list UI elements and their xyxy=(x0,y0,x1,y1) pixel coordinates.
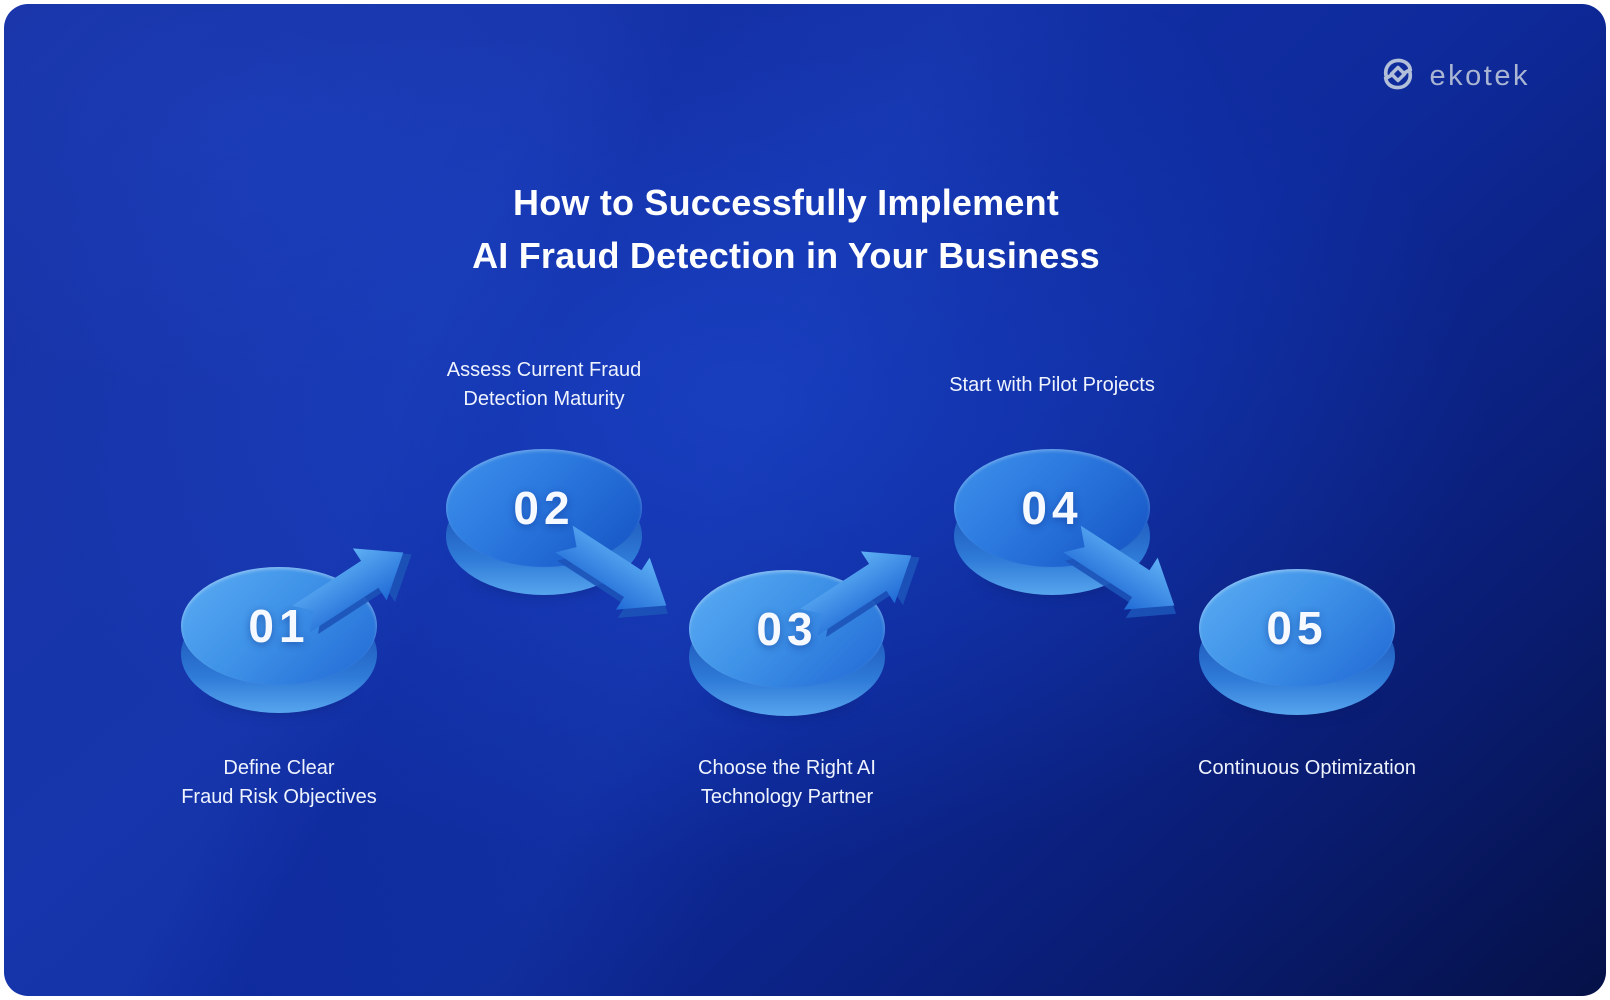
disc-top xyxy=(1199,569,1395,687)
disc-top xyxy=(954,449,1150,567)
step-04-number: 04 xyxy=(1021,482,1083,534)
arrow-up-right-icon xyxy=(292,548,412,635)
ekotek-logo-icon xyxy=(1376,53,1420,100)
step-01-number: 01 xyxy=(248,600,310,652)
step-04-label: Start with Pilot Projects xyxy=(949,374,1155,396)
arrow-down-right-icon xyxy=(1063,525,1177,618)
arrow-up-right-icon xyxy=(800,551,920,638)
arrow-down-right-icon xyxy=(555,525,669,618)
step-04-disc: 04 xyxy=(944,449,1160,609)
step-05-number: 05 xyxy=(1266,602,1328,654)
logo: ekotek xyxy=(1376,53,1530,100)
title-line-2: AI Fraud Detection in Your Business xyxy=(472,235,1100,276)
step-02-label: Assess Current Fraud Detection Maturity xyxy=(446,359,642,410)
infographic-card: ekotek How to Successfully Implement AI … xyxy=(4,4,1606,996)
disc-top xyxy=(446,449,642,567)
step-05-label: Continuous Optimization xyxy=(1198,757,1416,779)
step-03-number: 03 xyxy=(756,603,818,655)
page-title: How to Successfully Implement AI Fraud D… xyxy=(4,176,1568,282)
step-03-label: Choose the Right AI Technology Partner xyxy=(698,757,876,808)
step-02-disc: 02 xyxy=(436,449,652,609)
logo-text: ekotek xyxy=(1429,60,1530,92)
step-02-number: 02 xyxy=(513,482,575,534)
step-05-disc: 05 xyxy=(1189,569,1405,729)
step-01-label: Define Clear Fraud Risk Objectives xyxy=(181,757,377,808)
title-line-1: How to Successfully Implement xyxy=(513,182,1059,223)
